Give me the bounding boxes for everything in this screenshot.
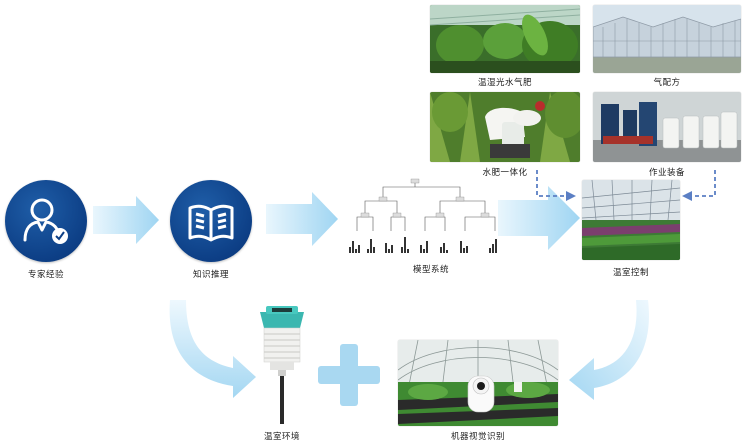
knowledge-reasoning-label: 知识推理 [192,270,229,280]
input-label-water: 水肥一体化 [482,168,528,178]
arrow-knowledge-to-environment [169,300,256,398]
photo-greenhouse-control [582,180,680,260]
input-label-temp: 温湿光水气肥 [477,78,532,88]
expert-experience-label: 专家经验 [27,270,64,280]
arrow-knowledge-to-model [266,192,338,246]
photo-gas-formula [593,5,741,73]
arrow-model-to-control [498,186,580,250]
input-label-gas: 气配方 [653,78,681,88]
greenhouse-environment-label: 温室环境 [263,432,300,442]
greenhouse-control-label: 温室控制 [612,268,649,278]
machine-vision-label: 机器视觉识别 [450,432,505,442]
photo-temp-humidity [430,5,580,73]
photo-work-equipment [593,92,741,162]
model-system-tree [349,178,497,253]
knowledge-reasoning-node [170,180,252,262]
expert-experience-node [5,180,87,262]
photo-water-fertilizer [430,92,580,162]
model-system-label: 模型系统 [412,265,449,275]
photo-machine-vision [398,340,558,426]
expert-person-icon [23,198,68,244]
dashed-arrow-left [536,170,566,197]
open-book-icon [188,204,234,242]
plus-icon [318,344,380,406]
arrow-expert-to-knowledge [93,196,159,244]
input-label-equipment: 作业装备 [648,168,685,178]
arrow-control-to-vision [569,300,649,400]
environment-sensor-device [260,306,304,424]
dashed-arrow-right [692,170,716,197]
